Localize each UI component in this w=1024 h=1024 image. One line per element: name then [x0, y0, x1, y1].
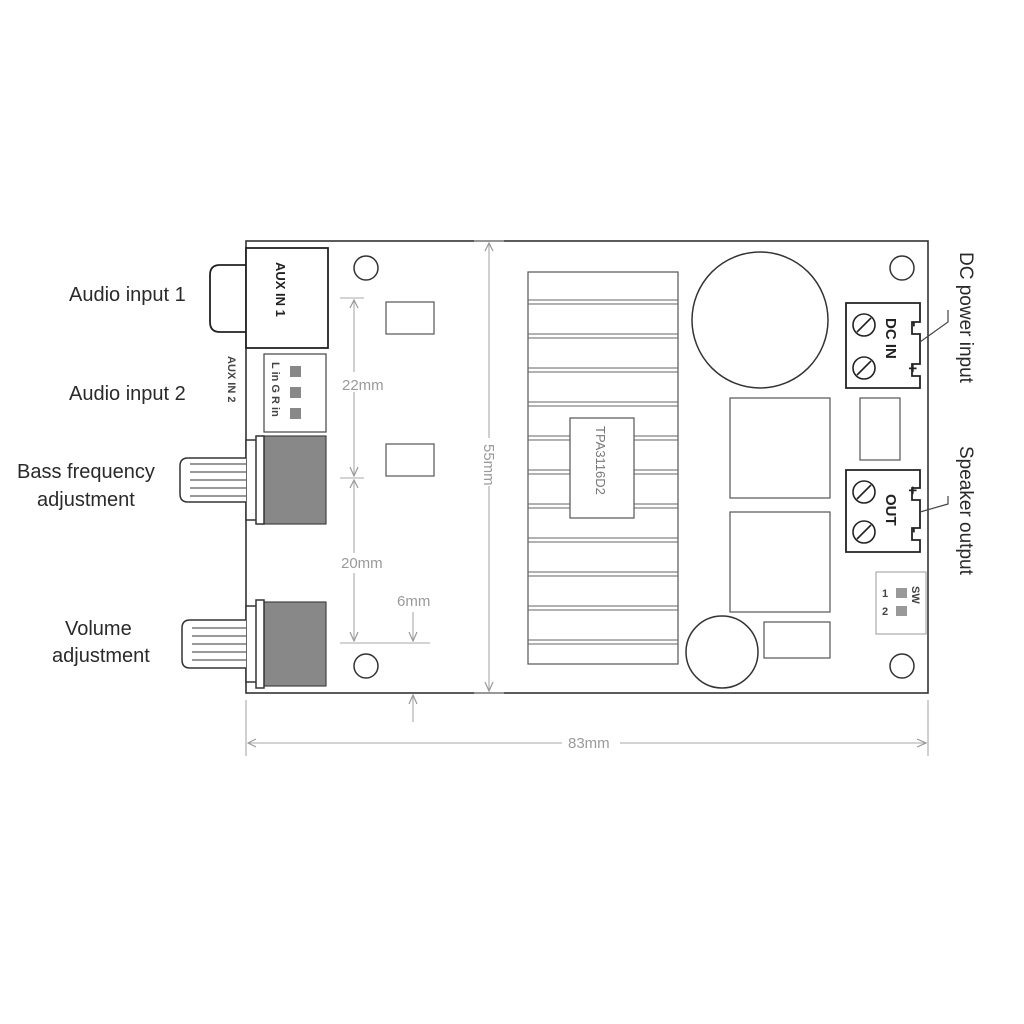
label-bass-line-1: Bass frequency	[17, 461, 155, 483]
inductor	[729, 511, 831, 613]
small-component	[859, 397, 901, 461]
mounting-hole	[353, 255, 379, 281]
sw-1-label: 1	[882, 588, 888, 600]
sw-switch: 1 2 SW	[875, 571, 927, 635]
small-component	[385, 301, 435, 335]
dc-in-label: DC IN	[882, 318, 899, 359]
label-audio-input-2: Audio input 2	[69, 383, 186, 405]
bass-potentiometer	[179, 435, 327, 525]
heatsink: TPA3116D2	[527, 271, 679, 665]
chip-label: TPA3116D2	[593, 426, 608, 495]
small-capacitor	[685, 615, 759, 689]
aux-in-1-label: AUX IN 1	[273, 262, 288, 317]
large-capacitor	[691, 251, 829, 389]
dc-in-terminal: DC IN - +	[845, 302, 923, 389]
label-audio-input-1: Audio input 1	[69, 284, 186, 306]
out-callout-line	[919, 496, 949, 513]
label-bass-line-2: adjustment	[37, 489, 135, 511]
aux-in-2-header: L in G R in AUX IN 2	[225, 353, 327, 433]
aux-in-2-pins-label: L in G R in	[269, 362, 281, 417]
small-component	[763, 621, 831, 659]
amplifier-chip	[569, 417, 635, 519]
dimension-83mm: 83mm	[568, 735, 610, 752]
label-speaker-output: Speaker output	[955, 446, 976, 576]
sw-label: SW	[909, 586, 921, 604]
inductor	[729, 397, 831, 499]
label-volume-line-1: Volume	[65, 618, 132, 640]
label-volume-line-2: adjustment	[52, 645, 150, 667]
speaker-out-terminal: OUT + -	[845, 469, 923, 553]
small-component	[385, 443, 435, 477]
out-minus-label: -	[906, 528, 923, 533]
dimension-55mm: 55mm	[480, 444, 497, 486]
dimension-22mm: 22mm	[342, 377, 384, 394]
dc-callout-line	[919, 310, 949, 343]
out-plus-label: +	[904, 486, 921, 495]
dimension-20mm: 20mm	[341, 555, 383, 572]
dimension-6mm: 6mm	[397, 593, 430, 610]
dc-minus-label: -	[906, 322, 923, 327]
mounting-hole	[353, 653, 379, 679]
label-dc-power-input: DC power input	[955, 252, 976, 384]
volume-potentiometer	[181, 599, 327, 689]
out-label: OUT	[882, 494, 899, 526]
aux-in-2-label: AUX IN 2	[225, 356, 237, 402]
mounting-hole	[889, 653, 915, 679]
sw-2-label: 2	[882, 606, 888, 618]
dc-plus-label: +	[904, 364, 921, 373]
mounting-hole	[889, 255, 915, 281]
aux-in-1-jack: AUX IN 1	[209, 247, 329, 349]
